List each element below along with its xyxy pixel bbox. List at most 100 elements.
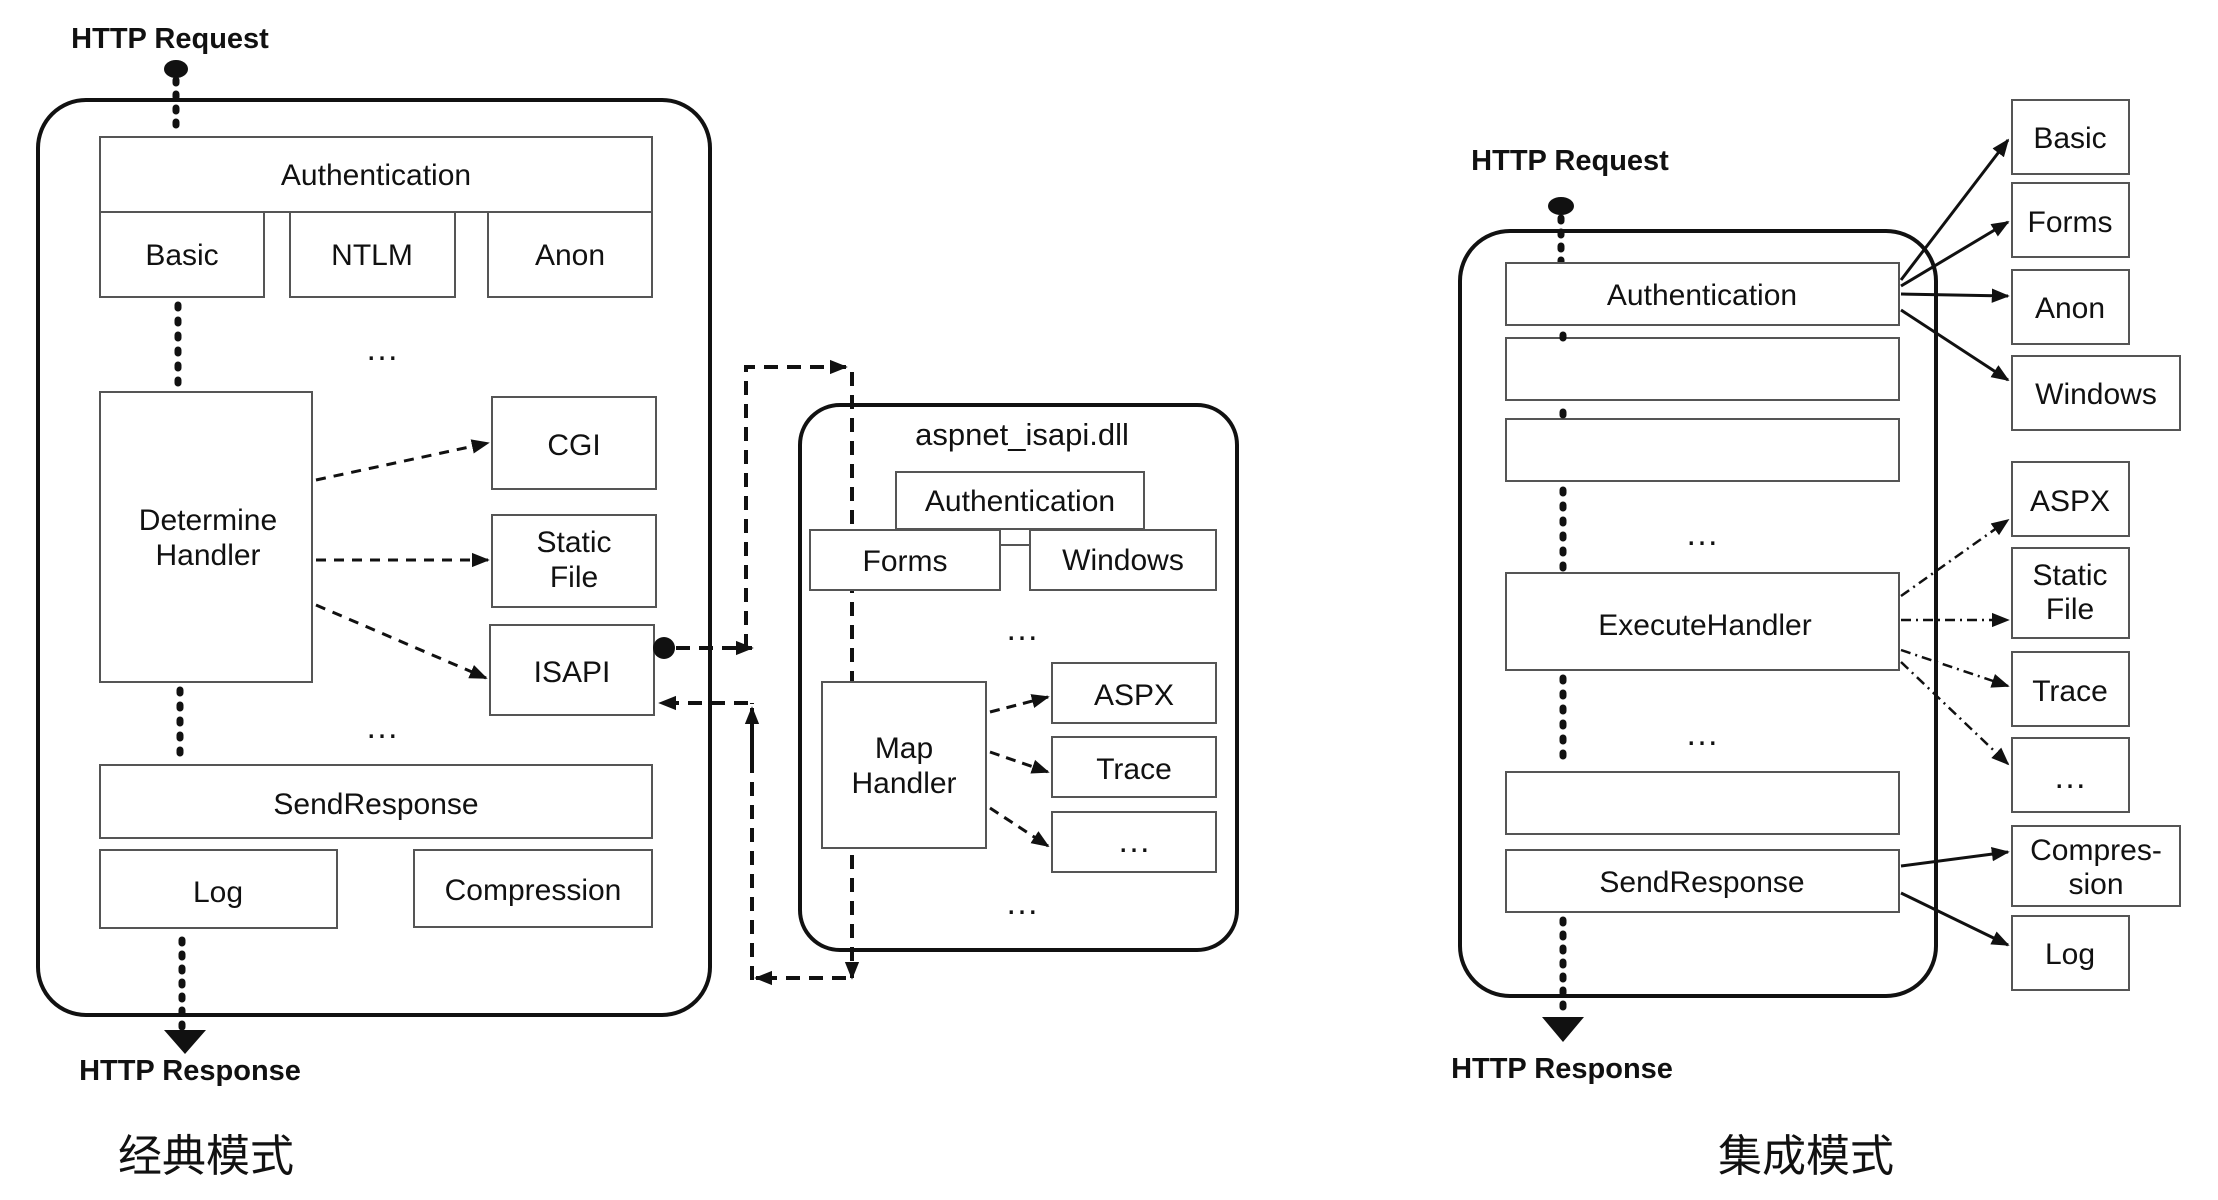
classic-ellipsis-top: … bbox=[365, 330, 399, 368]
aspnet-windows-label: Windows bbox=[1062, 544, 1184, 577]
integrated-anon-label: Anon bbox=[2035, 292, 2105, 325]
classic-mode: HTTP Request Authentication Basic NTLM A… bbox=[36, 23, 860, 1087]
integrated-arrow-to-compression bbox=[1900, 846, 2010, 868]
classic-log-box bbox=[99, 849, 338, 929]
integrated-aspx-label: ASPX bbox=[2030, 485, 2110, 518]
integrated-mode: HTTP Request Authentication … ExecuteHan… bbox=[1451, 99, 2181, 1085]
integrated-trace-box bbox=[2011, 651, 2130, 727]
classic-cgi-box bbox=[491, 396, 657, 490]
classic-determine-handler-box bbox=[99, 391, 313, 683]
integrated-arrow-to-trace bbox=[1900, 648, 2010, 688]
classic-anon-box bbox=[487, 211, 653, 298]
integrated-aspx-box bbox=[2011, 461, 2130, 537]
aspnet-title: aspnet_isapi.dll bbox=[915, 417, 1129, 452]
aspnet-aspx-box bbox=[1051, 662, 1217, 724]
aspnet-ellipsis-bottom: … bbox=[1005, 884, 1039, 922]
integrated-arrow-to-log bbox=[1900, 891, 2010, 947]
aspnet-more-label: … bbox=[1117, 822, 1151, 860]
classic-arrow-to-cgi bbox=[315, 439, 490, 482]
integrated-stage-3-box bbox=[1505, 418, 1900, 482]
classic-pipeline-container bbox=[36, 98, 712, 1017]
aspnet-map-handler-line1: Map bbox=[875, 732, 933, 765]
aspnet-map-handler-box bbox=[821, 681, 987, 849]
classic-ntlm-box bbox=[289, 211, 456, 298]
integrated-arrow-to-anon bbox=[1900, 288, 2010, 303]
classic-anon-label: Anon bbox=[535, 239, 605, 272]
isapi-connector-dot bbox=[653, 637, 675, 659]
integrated-more-label: … bbox=[2053, 758, 2087, 796]
integrated-static-file-box bbox=[2011, 547, 2130, 639]
classic-log-label: Log bbox=[193, 876, 243, 909]
integrated-response-arrow bbox=[1542, 1017, 1584, 1042]
aspnet-isapi-module: aspnet_isapi.dll Authentication Forms Wi… bbox=[798, 403, 1239, 952]
aspnet-trace-label: Trace bbox=[1096, 753, 1172, 786]
integrated-forms-label: Forms bbox=[2028, 206, 2113, 239]
integrated-basic-box bbox=[2011, 99, 2130, 175]
aspnet-arrow-to-trace bbox=[989, 750, 1050, 774]
classic-mode-caption: 经典模式 bbox=[118, 1131, 294, 1182]
classic-isapi-box bbox=[489, 624, 655, 716]
aspnet-more-box bbox=[1051, 811, 1217, 873]
classic-response-label: HTTP Response bbox=[79, 1055, 301, 1087]
integrated-static-file-line2: File bbox=[2046, 593, 2094, 626]
integrated-request-label: HTTP Request bbox=[1471, 145, 1669, 177]
aspnet-authentication-label: Authentication bbox=[925, 485, 1115, 518]
integrated-request-dot bbox=[1548, 197, 1574, 215]
classic-request-label: HTTP Request bbox=[71, 23, 269, 55]
aspnet-forms-label: Forms bbox=[863, 545, 948, 578]
integrated-ellipsis-top: … bbox=[1685, 515, 1719, 553]
integrated-execute-handler-label: ExecuteHandler bbox=[1598, 609, 1811, 642]
classic-isapi-label: ISAPI bbox=[534, 656, 611, 689]
aspnet-arrow-to-more bbox=[989, 806, 1050, 848]
classic-basic-box bbox=[99, 211, 265, 298]
classic-static-file-line2: File bbox=[550, 561, 598, 594]
classic-response-arrow bbox=[164, 1030, 206, 1054]
aspnet-map-handler-line2: Handler bbox=[851, 767, 956, 800]
integrated-authentication-label: Authentication bbox=[1607, 279, 1797, 312]
integrated-pipeline-container bbox=[1458, 229, 1938, 998]
classic-send-response-box bbox=[99, 764, 653, 839]
classic-authentication-label: Authentication bbox=[281, 159, 471, 192]
classic-compression-box bbox=[413, 849, 653, 928]
integrated-stage-blank-box bbox=[1505, 771, 1900, 835]
integrated-basic-label: Basic bbox=[2033, 122, 2106, 155]
integrated-execute-handler-box bbox=[1505, 572, 1900, 671]
integrated-mode-caption: 集成模式 bbox=[1718, 1131, 1894, 1182]
classic-static-file-line1: Static bbox=[536, 526, 611, 559]
isapi-loop-bottom bbox=[750, 703, 846, 980]
classic-basic-label: Basic bbox=[145, 239, 218, 272]
integrated-anon-box bbox=[2011, 269, 2130, 345]
integrated-compression-line1: Compres- bbox=[2030, 834, 2162, 867]
integrated-ellipsis-bottom: … bbox=[1685, 715, 1719, 753]
integrated-arrow-to-forms bbox=[1900, 220, 2010, 288]
integrated-static-file-line1: Static bbox=[2032, 559, 2107, 592]
integrated-arrow-to-basic bbox=[1899, 138, 2010, 281]
integrated-authentication-box bbox=[1505, 262, 1900, 326]
integrated-log-box bbox=[2011, 915, 2130, 991]
aspnet-authentication-box bbox=[895, 471, 1145, 530]
aspnet-forms-box bbox=[809, 529, 1001, 591]
aspnet-container bbox=[798, 403, 1239, 952]
classic-determine-handler-line1: Determine bbox=[139, 504, 277, 537]
classic-determine-handler-line2: Handler bbox=[155, 539, 260, 572]
integrated-forms-box bbox=[2011, 182, 2130, 258]
integrated-compression-line2: sion bbox=[2068, 868, 2123, 901]
integrated-compression-box bbox=[2011, 825, 2181, 907]
classic-cgi-label: CGI bbox=[547, 429, 600, 462]
aspnet-aspx-label: ASPX bbox=[1094, 679, 1174, 712]
aspnet-arrow-to-aspx bbox=[989, 694, 1050, 714]
integrated-response-label: HTTP Response bbox=[1451, 1053, 1673, 1085]
classic-send-response-label: SendResponse bbox=[273, 788, 478, 821]
isapi-loop-top bbox=[744, 359, 848, 648]
classic-static-file-box bbox=[491, 514, 657, 608]
integrated-stage-2-box bbox=[1505, 337, 1900, 401]
classic-arrow-to-isapi bbox=[315, 603, 488, 680]
classic-request-dot bbox=[164, 60, 188, 78]
integrated-send-response-label: SendResponse bbox=[1599, 866, 1804, 899]
classic-compression-label: Compression bbox=[445, 874, 622, 907]
aspnet-ellipsis-top: … bbox=[1005, 610, 1039, 648]
integrated-windows-box bbox=[2011, 355, 2181, 431]
integrated-arrow-to-more bbox=[1900, 661, 2010, 766]
aspnet-trace-box bbox=[1051, 736, 1217, 798]
